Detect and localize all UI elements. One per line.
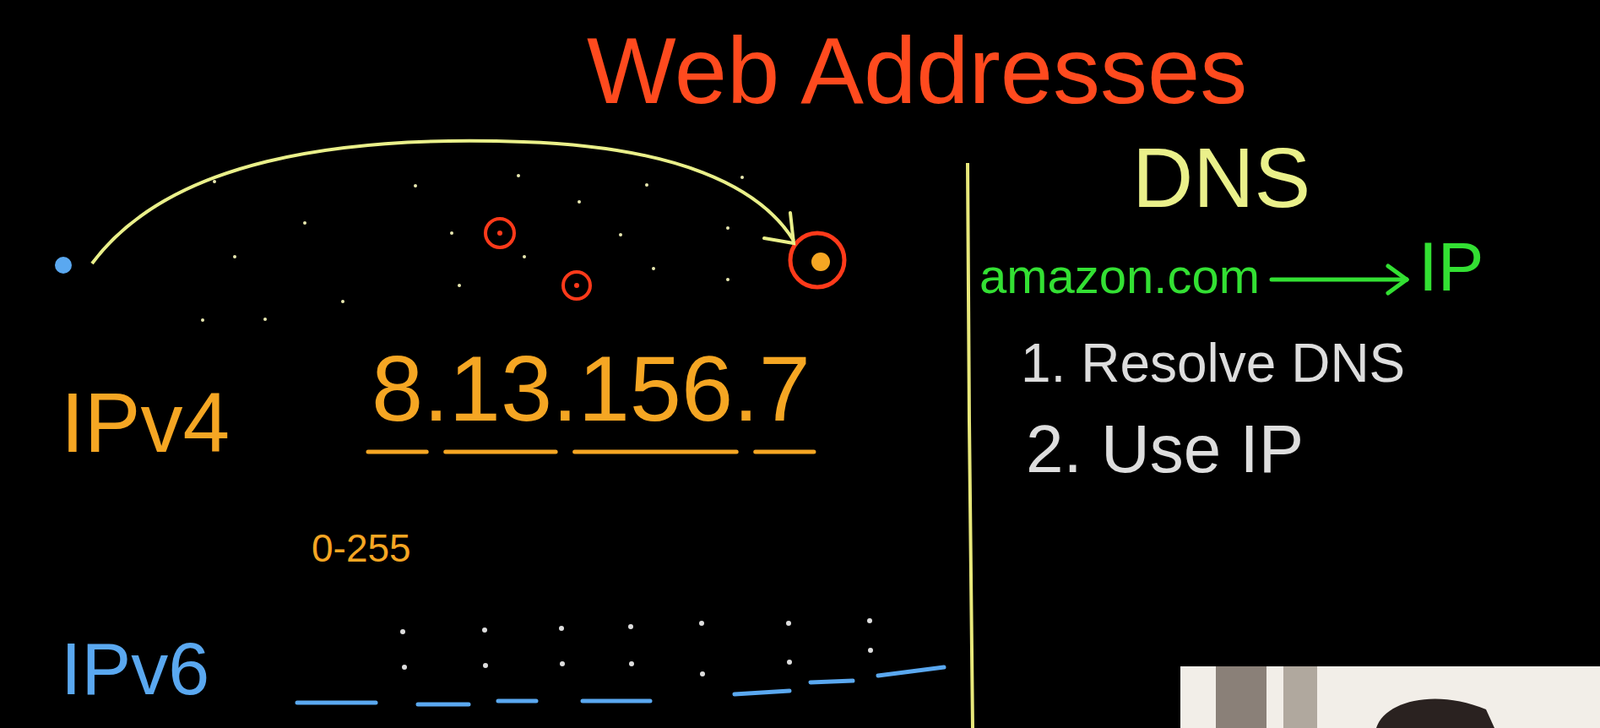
network-dots	[200, 173, 744, 322]
ipv6-blanks	[297, 667, 944, 705]
resolve-arrow	[1271, 277, 1407, 283]
source-dot	[54, 256, 72, 274]
ip-label: IP	[1418, 232, 1484, 302]
title: Web Addresses	[586, 23, 1248, 119]
ip-address: 8.13.156.7	[371, 341, 811, 435]
arrow-head	[1388, 279, 1407, 293]
route-arrow	[92, 141, 794, 264]
octet-blank	[368, 450, 427, 455]
arrow-head	[1388, 265, 1407, 280]
red-circle	[563, 271, 591, 299]
ipv6-colons	[400, 618, 874, 677]
arrow-head	[764, 212, 794, 244]
octet-blank	[574, 450, 738, 455]
octet-blank	[445, 450, 556, 455]
red-circle	[485, 218, 515, 248]
destination-dot	[811, 252, 830, 272]
dns-heading: DNS	[1132, 135, 1311, 220]
domain-name: amazon.com	[979, 251, 1260, 301]
octet-blank	[755, 450, 814, 455]
webcam-inset	[1180, 666, 1600, 728]
step-text: 1. Resolve DNS	[1020, 336, 1405, 391]
ipv6-label: IPv6	[60, 631, 210, 706]
divider-line	[967, 162, 973, 728]
destination-circle	[790, 233, 845, 288]
step-text: 2. Use IP	[1025, 415, 1304, 483]
octet-range: 0-255	[311, 528, 412, 568]
ipv4-label: IPv4	[60, 379, 230, 465]
